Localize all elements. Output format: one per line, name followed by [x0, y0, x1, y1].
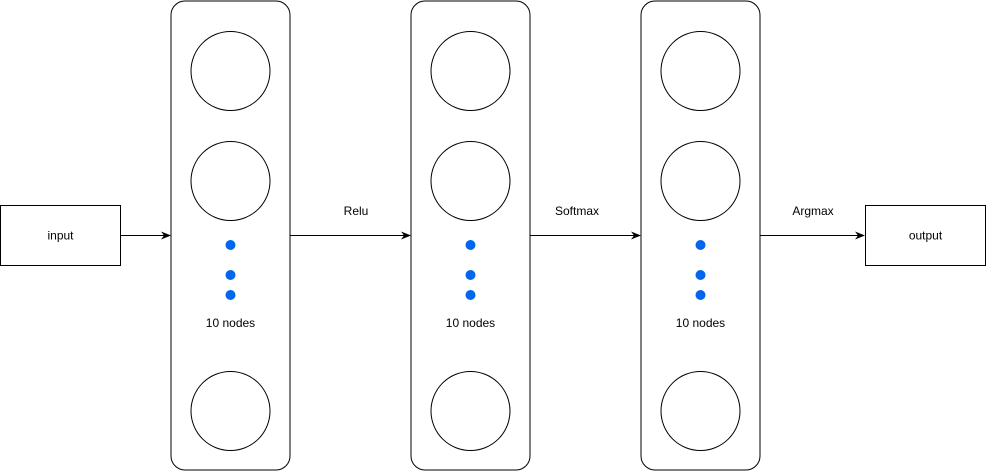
- edge-label-relu: Relu: [344, 204, 369, 218]
- layer-3-caption: 10 nodes: [676, 316, 725, 330]
- ellipsis-dot: [225, 270, 236, 280]
- ellipsis-dot: [225, 290, 236, 300]
- edge-label-argmax: Argmax: [792, 204, 833, 218]
- neuron: [190, 141, 271, 221]
- neuron: [430, 31, 511, 111]
- edge-label-softmax: Softmax: [555, 204, 599, 218]
- output-node: output: [865, 205, 986, 266]
- neuron: [430, 141, 511, 221]
- edge-softmax: Softmax: [530, 204, 641, 240]
- input-node: input: [0, 205, 121, 266]
- neuron: [190, 31, 271, 111]
- ellipsis-dot: [465, 290, 476, 300]
- ellipsis-dot: [695, 290, 706, 300]
- neuron: [190, 371, 271, 451]
- ellipsis-dot: [465, 240, 476, 250]
- edge-relu: Relu: [290, 204, 411, 240]
- neuron: [660, 141, 741, 221]
- ellipsis-dot: [695, 270, 706, 280]
- output-label: output: [909, 229, 943, 243]
- ellipsis-dot: [465, 270, 476, 280]
- neuron: [660, 31, 741, 111]
- layer-2: 10 nodes: [410, 0, 531, 471]
- ellipsis-dot: [225, 240, 236, 250]
- layer-1-caption: 10 nodes: [206, 316, 255, 330]
- input-label: input: [47, 229, 74, 243]
- ellipsis-dot: [695, 240, 706, 250]
- layer-1: 10 nodes: [170, 0, 291, 471]
- neuron: [430, 371, 511, 451]
- edge-argmax: Argmax: [760, 204, 865, 240]
- layer-3: 10 nodes: [640, 0, 761, 471]
- neuron: [660, 371, 741, 451]
- layer-2-caption: 10 nodes: [446, 316, 495, 330]
